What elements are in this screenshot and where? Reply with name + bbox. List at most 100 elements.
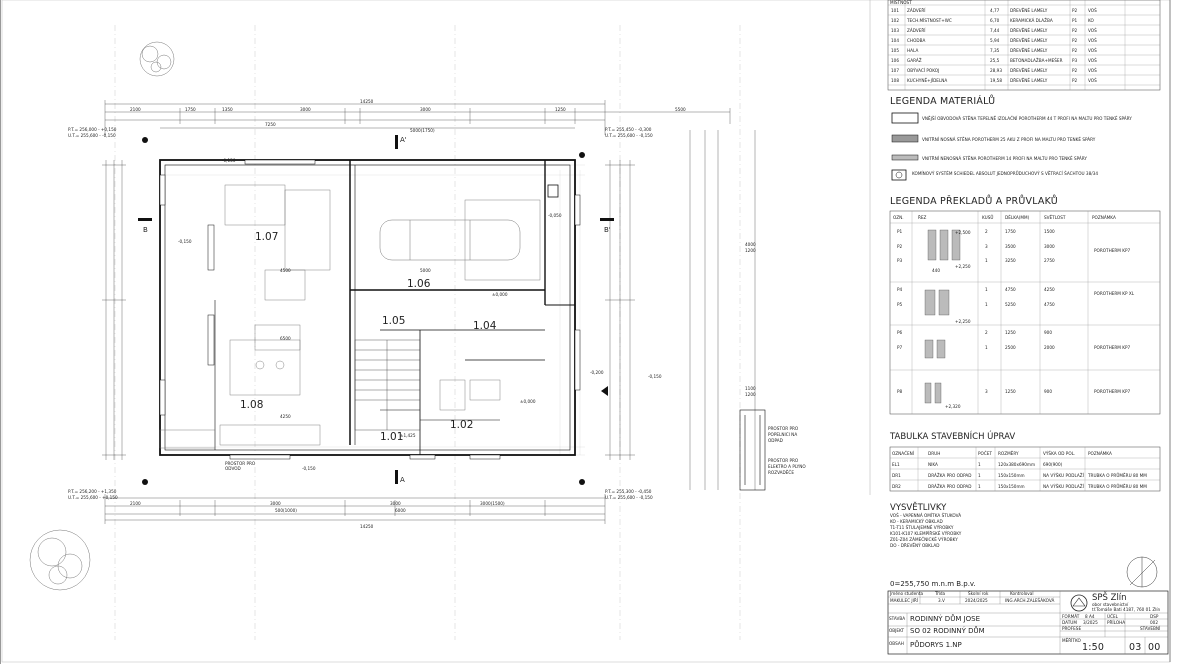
room-table-cell: VOŠ: [1088, 28, 1097, 33]
car-outline: [379, 219, 521, 261]
svg-text:A: A: [400, 476, 405, 484]
room-table-cell: 28,93: [990, 68, 1002, 73]
svg-text:5500: 5500: [675, 107, 686, 112]
lintel-cell: 3500: [1005, 244, 1016, 249]
room-table-cell: VOŠ: [1088, 8, 1097, 13]
svg-text:ÚČEL: ÚČEL: [1107, 614, 1119, 619]
room-table-cell: KUCHYNĚ+JÍDELNA: [907, 78, 947, 83]
works-header: POČET: [978, 451, 992, 456]
dimension-texts: 14250 2100 1750 1350 3000 3000 1250 5500…: [130, 99, 756, 529]
room-table-cell: P2: [1072, 48, 1078, 53]
svg-text:5000: 5000: [420, 268, 431, 273]
works-header: VÝŠKA OD POL.: [1043, 451, 1075, 456]
dimension-top: [104, 100, 731, 135]
svg-text:-0,150: -0,150: [648, 374, 662, 379]
svg-text:DSP: DSP: [1150, 614, 1159, 619]
svg-text:6500: 6500: [280, 336, 291, 341]
svg-text:002: 002: [1150, 620, 1158, 625]
svg-text:PROFESE: PROFESE: [1062, 626, 1081, 631]
room-107: 1.07: [255, 231, 278, 243]
dimension-bottom: [104, 494, 606, 524]
room-table-cell: P1: [1072, 18, 1078, 23]
svg-text:1750: 1750: [185, 107, 196, 112]
svg-text:-0,200: -0,200: [590, 370, 604, 375]
lintel-header: KUSŮ: [982, 215, 993, 220]
works-cell: EL1: [892, 462, 900, 467]
tree-symbol-top: [139, 41, 175, 77]
room-table-cell: BETONADLAŽBA+MEŠER: [1010, 58, 1063, 63]
svg-text:+2,320: +2,320: [945, 404, 961, 409]
svg-text:Kontroloval: Kontroloval: [1010, 591, 1034, 596]
room-102: 1.02: [450, 419, 473, 431]
svg-text:VNĚJŠÍ OBVODOVÁ STĚNA TEPELNĚ: VNĚJŠÍ OBVODOVÁ STĚNA TEPELNĚ IZOLAČNÍ P…: [922, 116, 1132, 121]
room-table-cell: HALA: [907, 48, 918, 53]
svg-text:500(1000): 500(1000): [275, 508, 297, 513]
works-cell: 150x150mm: [998, 473, 1025, 478]
svg-text:VNITŘNÍ NENOSNÁ STĚNA POROTHER: VNITŘNÍ NENOSNÁ STĚNA POROTHERM 14 PROFI…: [922, 156, 1087, 161]
lintel-cell: P1: [897, 229, 903, 234]
svg-text:U.T.= 255,600 - -0,150: U.T.= 255,600 - -0,150: [68, 133, 116, 138]
svg-text:3000: 3000: [390, 501, 401, 506]
explanation-line: DO - DŘEVĚNÝ OBKLAD: [890, 543, 939, 548]
svg-text:14250: 14250: [360, 524, 374, 529]
dimension-left: [102, 160, 126, 460]
lintel-cell: 3: [985, 244, 988, 249]
lintel-cell: 1750: [1005, 229, 1016, 234]
svg-text:03: 03: [1129, 642, 1142, 653]
svg-text:U.T.= 255,600 - +0,150: U.T.= 255,600 - +0,150: [68, 495, 118, 500]
room-table-cell: 7,35: [990, 48, 1000, 53]
lintel-cell: 2: [985, 229, 988, 234]
works-header: OZNAČENÍ: [892, 451, 915, 456]
lintel-cell: P5: [897, 302, 903, 307]
lintel-cell: P6: [897, 330, 903, 335]
room-table-cell: DŘEVĚNÉ LAMELY: [1010, 68, 1048, 73]
svg-text:14250: 14250: [360, 99, 374, 104]
svg-text:3.V: 3.V: [938, 598, 945, 603]
explanation-line: KO - KERAMICKÝ OBKLAD: [890, 519, 943, 524]
works-header: ROZMĚRY: [998, 451, 1019, 456]
svg-text:VNITŘNÍ NOSNÁ STĚNA POROTHERM: VNITŘNÍ NOSNÁ STĚNA POROTHERM 25 AKU Z P…: [922, 137, 1096, 142]
svg-text:-0,150: -0,150: [302, 466, 316, 471]
svg-text:4250: 4250: [280, 414, 291, 419]
lintel-header: OZN.: [893, 215, 904, 220]
room-table-cell: KO: [1088, 18, 1095, 23]
svg-text:4500: 4500: [280, 268, 291, 273]
lintel-cell: 1: [985, 302, 988, 307]
room-table-cell: CHODBA: [907, 38, 925, 43]
lintel-cell: 1: [985, 258, 988, 263]
lintel-cell: P3: [897, 258, 903, 263]
lintel-cell: 1500: [1044, 229, 1055, 234]
svg-text:Školní rok: Školní rok: [968, 591, 989, 596]
lintel-cell: 4750: [1044, 302, 1055, 307]
room-table-cell: P2: [1072, 28, 1078, 33]
svg-text:DATUM: DATUM: [1062, 620, 1077, 625]
svg-text:ING.ARCH.ZALEŠÁKOVÁ: ING.ARCH.ZALEŠÁKOVÁ: [1005, 598, 1054, 603]
works-cell: TRUBKA O PRŮMĚRU 80 MM: [1087, 473, 1147, 478]
svg-text:RODINNÝ DŮM JOSE: RODINNÝ DŮM JOSE: [910, 614, 980, 623]
svg-text:+2,250: +2,250: [955, 264, 971, 269]
svg-text:-0,150: -0,150: [178, 239, 192, 244]
svg-text:1100: 1100: [745, 386, 756, 391]
svg-text:OBJEKT: OBJEKT: [889, 628, 904, 633]
lintel-cell: 900: [1044, 389, 1052, 394]
room-table-cell: ZÁDVEŘÍ: [907, 28, 926, 33]
svg-text:P.T.= 256,000 - +0,150: P.T.= 256,000 - +0,150: [68, 127, 117, 132]
svg-text:OBSAH: OBSAH: [889, 641, 904, 646]
room-table-cell: TECH.MÍSTNOST+WC: [906, 18, 952, 23]
room-table-cell: 5,94: [990, 38, 1000, 43]
section-marks: B B' A' A: [138, 135, 614, 484]
room-labels: 1.07 1.06 1.05 1.04 1.08 1.01 1.02: [240, 231, 497, 443]
lintel-cell: 3: [985, 389, 988, 394]
lintel-cell: 5250: [1005, 302, 1016, 307]
lintel-cell: 1250: [1005, 389, 1016, 394]
svg-text:±0,000: ±0,000: [520, 399, 536, 404]
works-cell: 120x380x690mm: [998, 462, 1035, 467]
datum-label: 0=255,750 m.n.m B.p.v.: [890, 580, 976, 588]
room-table-cell: KERAMICKÁ DLAŽBA: [1010, 18, 1053, 23]
room-table-cell: 4,77: [990, 8, 1000, 13]
room-105: 1.05: [382, 315, 405, 327]
works-cell: DR2: [892, 484, 901, 489]
lintel-note: POROTHERM KP XL: [1094, 291, 1135, 296]
